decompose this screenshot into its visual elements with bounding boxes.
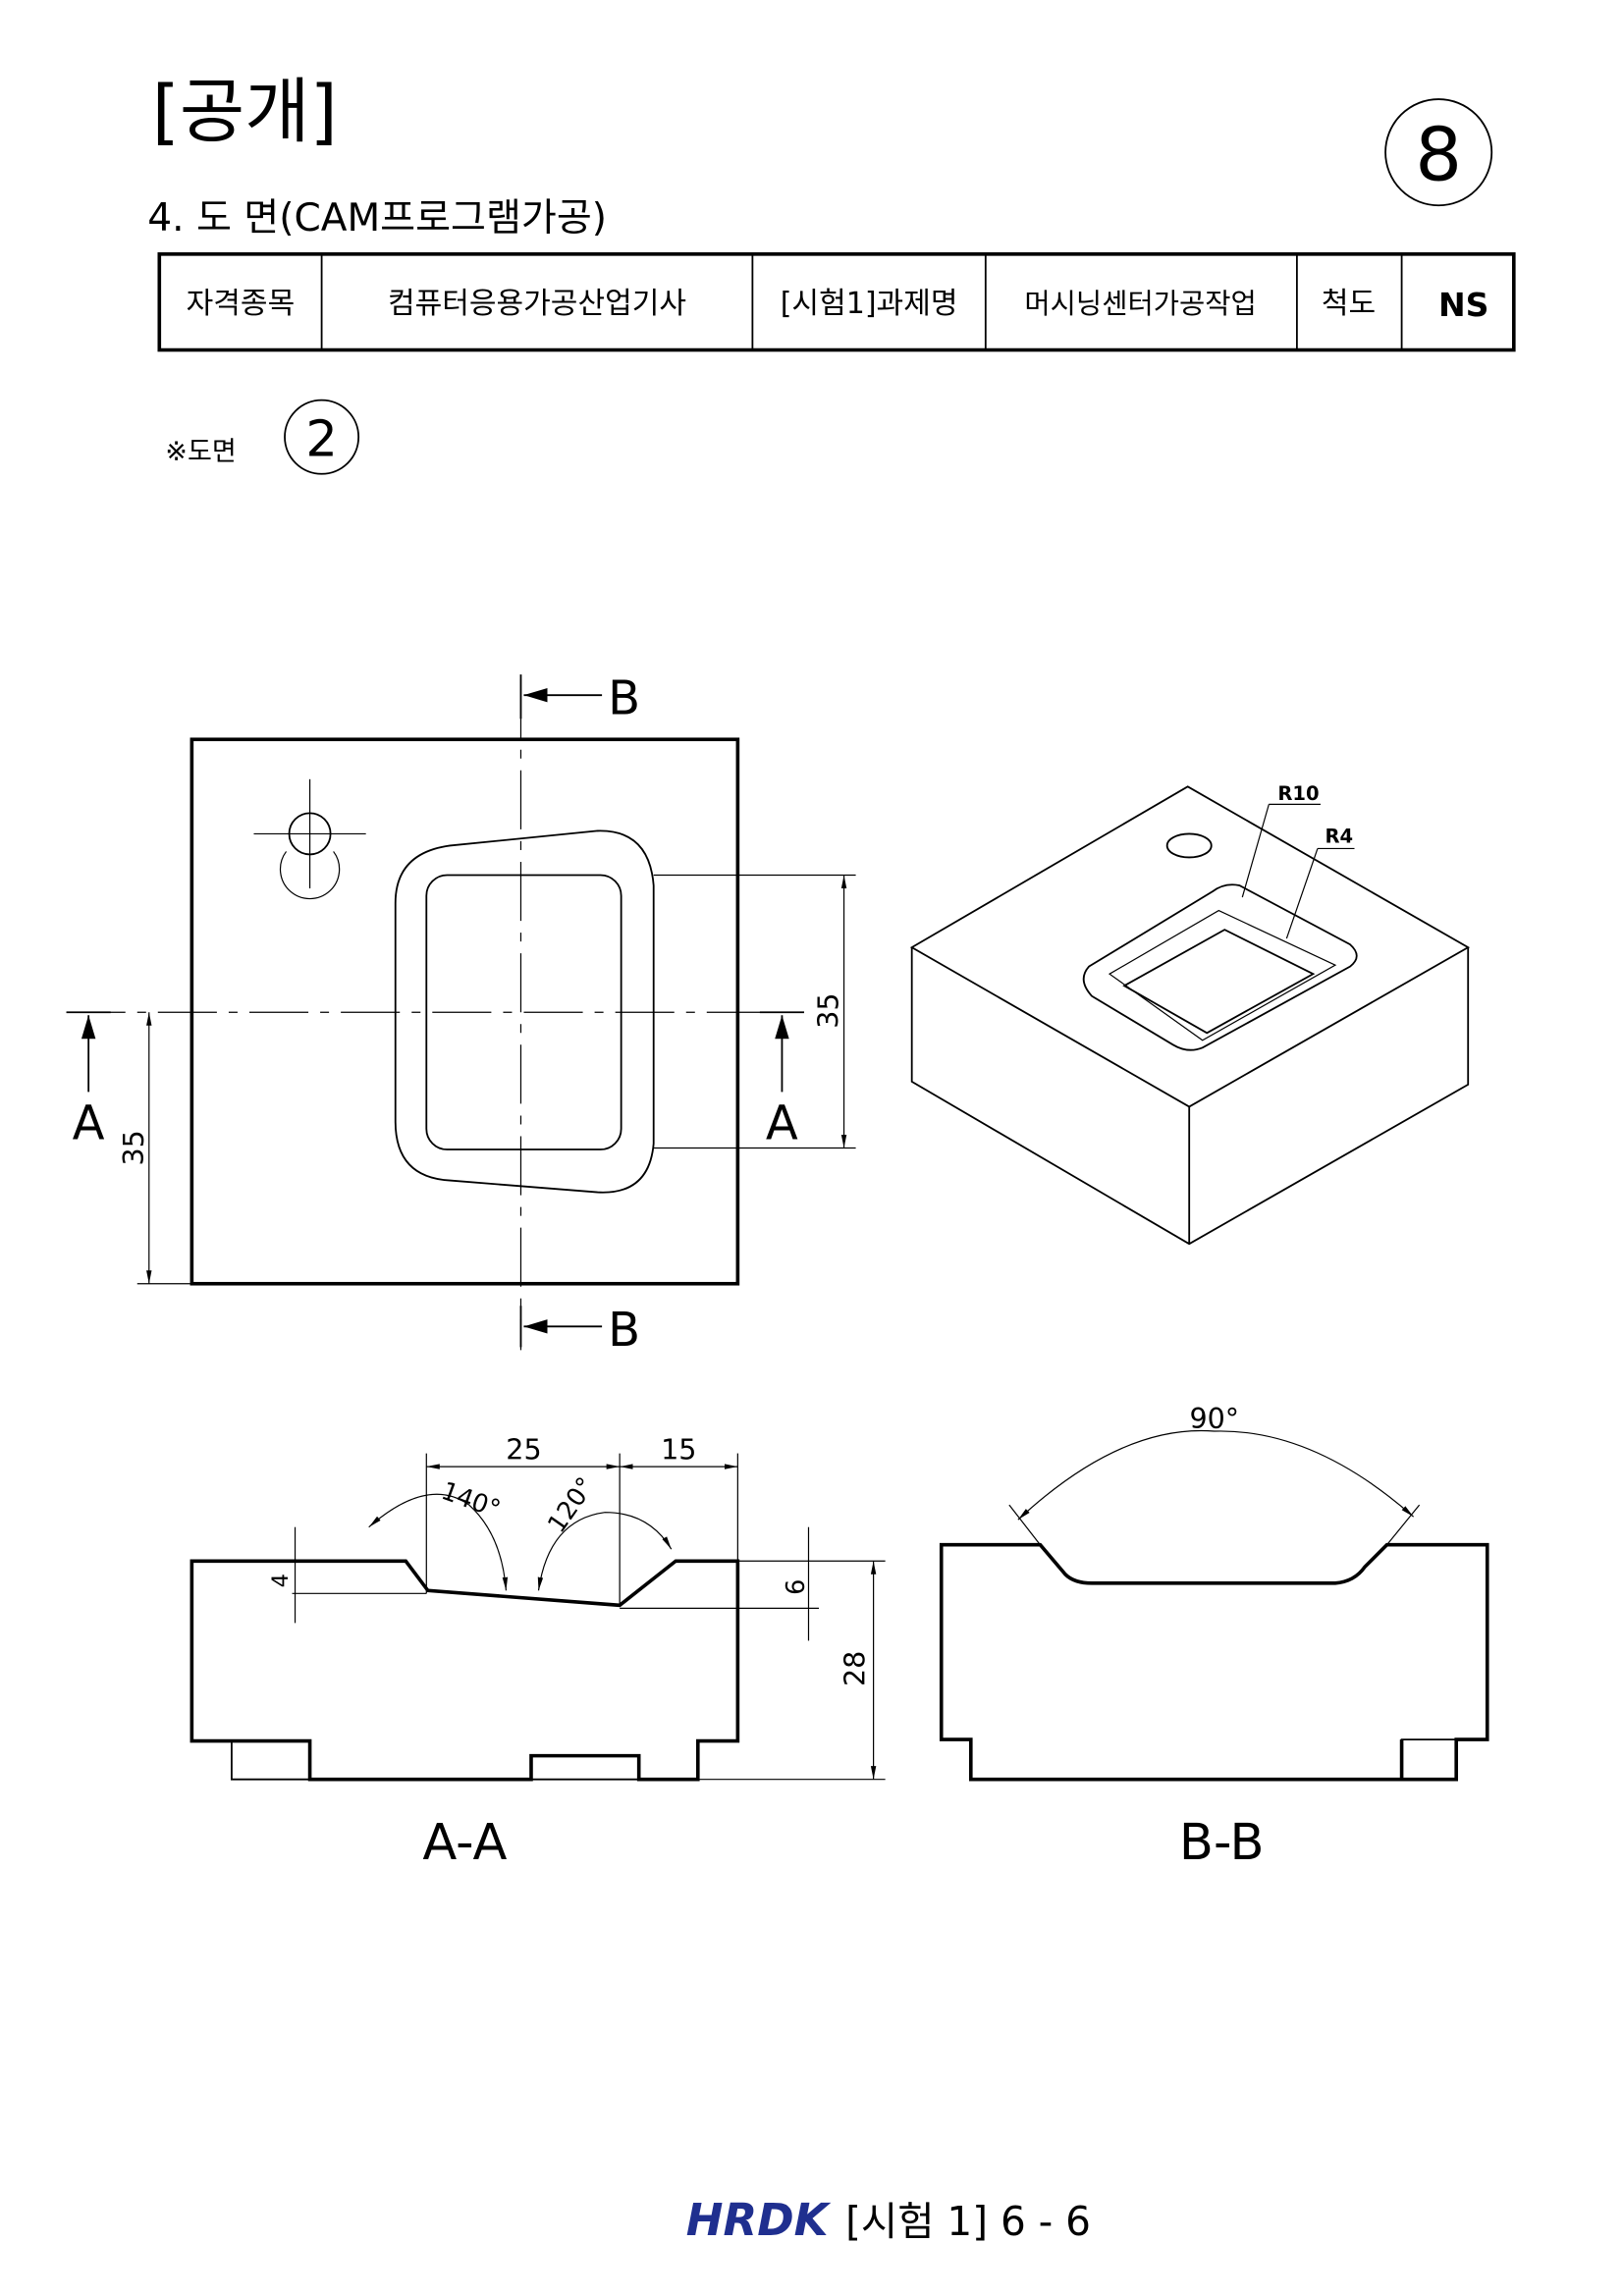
section-b-label-top: B xyxy=(608,671,640,726)
angle-140: 140° xyxy=(437,1476,504,1524)
dim-6: 6 xyxy=(782,1579,811,1595)
section-a-label-left: A xyxy=(73,1095,105,1150)
table-cell-qualification-label: 자격종목 xyxy=(187,287,296,321)
table-cell-qualification: 컴퓨터응용가공산업기사 xyxy=(388,287,686,321)
drawing-ref-number: 2 xyxy=(305,411,338,469)
table-cell-scale-label: 척도 xyxy=(1322,287,1376,321)
section-b-label-bottom: B xyxy=(608,1303,640,1358)
dim-25: 25 xyxy=(506,1433,541,1467)
top-view: B B A A 35 35 xyxy=(66,671,856,1358)
angle-120: 120° xyxy=(542,1472,601,1539)
dim-35-right: 35 xyxy=(812,992,845,1028)
isometric-view: R10 R4 xyxy=(909,782,1471,1246)
drawing-ref-label: ※도면 xyxy=(165,437,236,467)
hrdk-logo: HRDK xyxy=(686,2194,832,2246)
sheet-number-badge: 8 xyxy=(1384,98,1493,207)
table-cell-task: 머시닝센터가공작업 xyxy=(1024,287,1256,320)
page-title: [공개] xyxy=(152,72,338,154)
section-aa-label: A-A xyxy=(422,1814,507,1872)
dim-4: 4 xyxy=(268,1574,294,1587)
section-a-label-right: A xyxy=(766,1095,798,1150)
section-bb-view: 90° B-B xyxy=(939,1402,1489,1872)
drawing-subtitle: 4. 도 면(CAM프로그램가공) xyxy=(147,196,607,240)
table-cell-scale: NS xyxy=(1438,286,1488,324)
radius-r4-label: R4 xyxy=(1325,825,1353,847)
radius-r10-label: R10 xyxy=(1277,782,1319,805)
dim-35-left: 35 xyxy=(117,1130,150,1165)
info-table: 자격종목 컴퓨터응용가공산업기사 [시험1]과제명 머시닝센터가공작업 척도 N… xyxy=(157,252,1516,352)
dim-28: 28 xyxy=(839,1651,872,1686)
dim-15: 15 xyxy=(661,1433,696,1467)
section-aa-view: 25 15 140° 120° 4 6 28 A-A xyxy=(189,1433,886,1872)
table-cell-task-label: [시험1]과제명 xyxy=(781,287,958,321)
sheet-number: 8 xyxy=(1415,112,1462,198)
section-bb-label: B-B xyxy=(1179,1814,1265,1872)
footer-page-text: [시험 1] 6 - 6 xyxy=(845,2198,1091,2245)
angle-90: 90° xyxy=(1189,1402,1239,1435)
